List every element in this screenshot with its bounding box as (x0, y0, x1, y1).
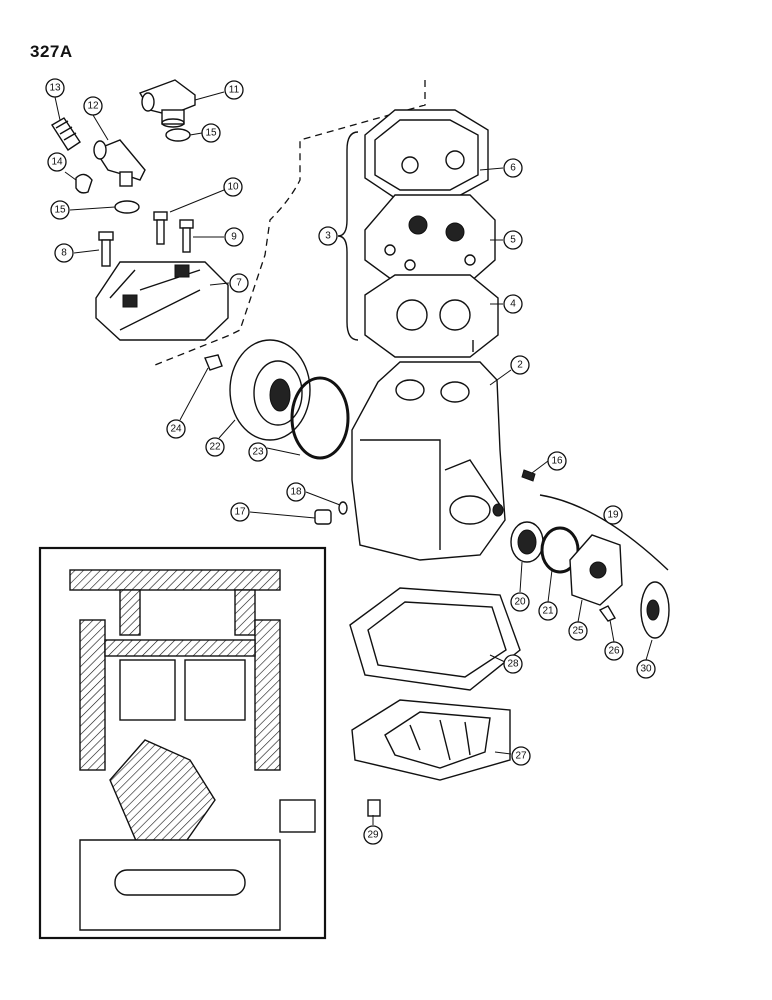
callout-18: 18 (286, 482, 306, 502)
callout-15-upper: 15 (201, 123, 221, 143)
callout-label: 25 (572, 626, 584, 637)
callout-20: 20 (510, 592, 530, 612)
bolt-9 (179, 219, 194, 253)
callout-label: 26 (608, 646, 620, 657)
seal-plate-24 (229, 339, 311, 441)
callout-label: 29 (367, 830, 379, 841)
cylinder-head-7 (95, 261, 229, 341)
shaft-seal-20 (510, 521, 544, 563)
callout-label: 6 (510, 163, 516, 174)
screw-29 (367, 799, 381, 817)
callout-label: 28 (507, 659, 519, 670)
callout-14: 14 (47, 152, 67, 172)
callout-21: 21 (538, 601, 558, 621)
cap-14 (75, 173, 93, 194)
callout-label: 23 (252, 447, 264, 458)
callout-label: 14 (51, 157, 63, 168)
group-bracket-3 (337, 131, 359, 341)
callout-label: 30 (640, 664, 652, 675)
callout-3: 3 (318, 226, 338, 246)
callout-6: 6 (503, 158, 523, 178)
callout-22: 25 (568, 621, 588, 641)
valve-plate-5 (364, 194, 496, 283)
seal-cover-22 (569, 534, 623, 606)
callout-7: 7 (229, 273, 249, 293)
callout-label: 20 (514, 597, 526, 608)
callout-9: 9 (224, 227, 244, 247)
callout-25: 23 (248, 442, 268, 462)
callout-29: 29 (363, 825, 383, 845)
callout-label: 8 (61, 248, 67, 259)
callout-label: 7 (236, 278, 242, 289)
base-plate-27 (351, 699, 511, 781)
callout-label: 3 (325, 231, 331, 242)
o-ring-25 (290, 376, 350, 460)
plug-17 (314, 509, 332, 525)
callout-15-lower: 15 (50, 200, 70, 220)
callout-12: 12 (83, 96, 103, 116)
callout-2: 2 (510, 355, 530, 375)
callout-label: 24 (170, 424, 182, 435)
callout-13: 13 (45, 78, 65, 98)
cutaway-inset-frame (38, 546, 327, 940)
gasket-4 (364, 274, 499, 358)
page-number: 327A (30, 42, 73, 61)
callout-label: 10 (227, 182, 239, 193)
group-bracket-19 (539, 494, 669, 571)
screw-23 (598, 605, 617, 622)
callout-17: 17 (230, 502, 250, 522)
washer-18 (338, 501, 348, 515)
callout-11: 11 (224, 80, 244, 100)
o-ring-15-lower (114, 200, 140, 214)
fitting-13 (51, 117, 81, 151)
callout-24: 22 (205, 437, 225, 457)
callout-label: 16 (551, 456, 563, 467)
callout-label: 22 (209, 442, 221, 453)
callout-label: 15 (54, 205, 66, 216)
compressor-body-2 (351, 361, 506, 561)
callout-8: 8 (54, 243, 74, 263)
leader-lines (54, 91, 653, 825)
callout-4: 4 (503, 294, 523, 314)
callout-label: 11 (229, 85, 240, 96)
bolt-10 (153, 211, 168, 245)
screw-26 (204, 354, 223, 371)
callout-26: 24 (166, 419, 186, 439)
callout-label: 27 (515, 751, 527, 762)
alignment-dashed-line (154, 80, 426, 366)
callout-label: 21 (542, 606, 554, 617)
callout-5: 5 (503, 230, 523, 250)
callout-label: 15 (205, 128, 217, 139)
key-16 (521, 469, 536, 482)
callout-16: 16 (547, 451, 567, 471)
bottom-gasket-28 (349, 587, 521, 691)
callout-label: 4 (510, 299, 516, 310)
callout-10: 10 (223, 177, 243, 197)
gasket-6 (364, 109, 489, 199)
fitting-11 (138, 79, 196, 128)
callout-label: 5 (510, 235, 516, 246)
cutaway-section-view (69, 569, 316, 931)
callout-label: 17 (234, 507, 246, 518)
fitting-12 (93, 139, 146, 187)
callout-label: 13 (49, 83, 61, 94)
callout-23: 26 (604, 641, 624, 661)
callout-label: 19 (607, 510, 619, 521)
callout-27: 27 (511, 746, 531, 766)
callout-label: 18 (290, 487, 302, 498)
o-ring-15-upper (165, 128, 191, 142)
hub-30 (640, 581, 670, 639)
callout-30: 30 (636, 659, 656, 679)
callout-label: 12 (87, 101, 99, 112)
callout-19: 19 (603, 505, 623, 525)
callout-28: 28 (503, 654, 523, 674)
callout-label: 2 (517, 360, 523, 371)
bolt-8 (98, 231, 114, 267)
callout-label: 9 (231, 232, 237, 243)
